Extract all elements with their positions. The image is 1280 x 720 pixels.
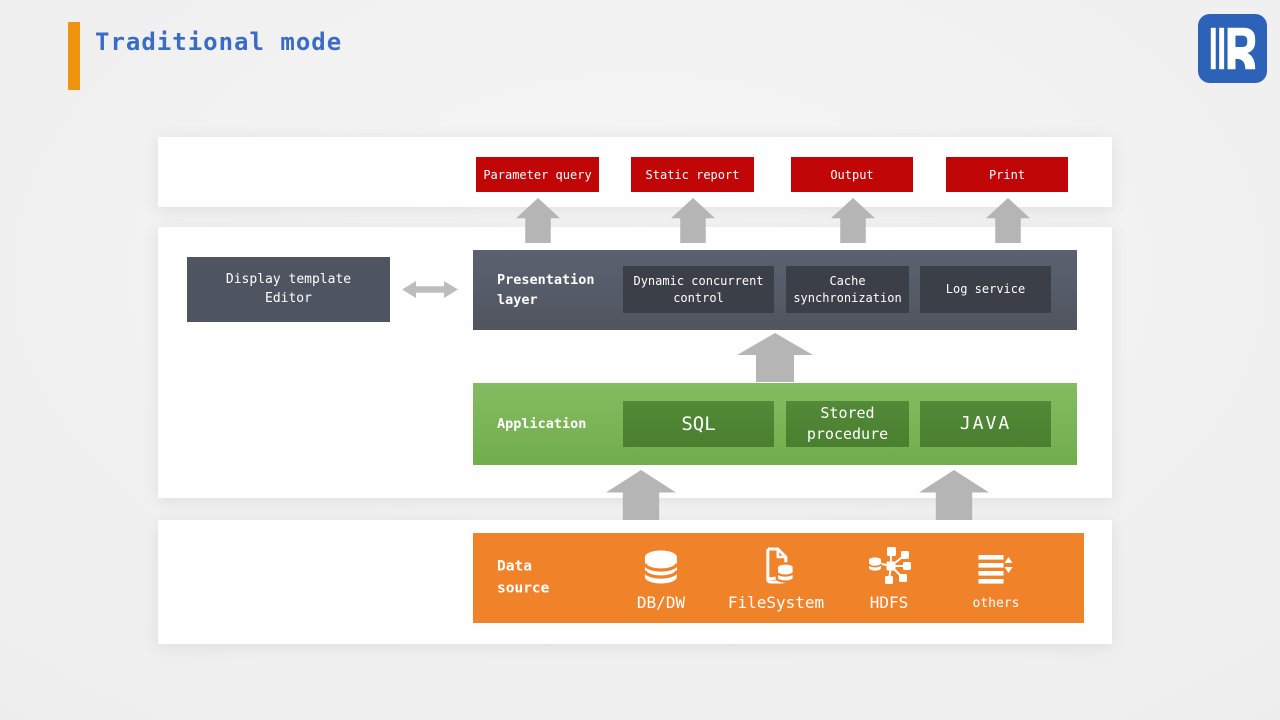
presentation-layer-title: Presentation layer <box>497 271 595 308</box>
module-label: JAVA <box>959 413 1012 435</box>
module-label: Dynamic concurrent control <box>633 273 764 305</box>
application-module-sql: SQL <box>623 401 774 447</box>
datasource-item-label: HDFS <box>869 593 909 612</box>
module-label: Cache synchronization <box>793 273 902 305</box>
datasource-item-label: others <box>972 596 1020 611</box>
double-arrow-icon <box>402 281 458 298</box>
list-sort-icon <box>979 545 1013 585</box>
application-module-stored-procedure: Stored procedure <box>786 401 909 447</box>
title-accent-bar <box>68 22 80 90</box>
cluster-icon <box>867 545 911 585</box>
presentation-layer-box: Presentation layer Dynamic concurrent co… <box>473 250 1077 330</box>
file-database-icon <box>756 545 796 585</box>
output-button-label: Parameter query <box>483 167 592 182</box>
datasource-item-label: DB/DW <box>636 593 686 612</box>
display-template-editor-label: Display template Editor <box>225 271 352 306</box>
output-button-label: Print <box>988 167 1026 182</box>
datasource-item-label: FileSystem <box>727 593 825 612</box>
output-button-output: Output <box>791 157 913 192</box>
datasource-item-hdfs: HDFS <box>867 545 911 612</box>
datasource-layer-title: Data source <box>497 558 550 596</box>
module-label: Stored procedure <box>806 404 889 443</box>
module-label: Log service <box>945 282 1026 297</box>
application-layer-title: Application <box>497 415 587 432</box>
application-module-java: JAVA <box>920 401 1051 447</box>
database-icon <box>641 545 681 585</box>
raqsoft-r-logo-icon <box>1197 13 1268 84</box>
module-label: SQL <box>681 412 716 435</box>
datasource-item-dbdw: DB/DW <box>637 545 685 612</box>
application-layer-box: Application SQL Stored procedure JAVA <box>473 383 1077 465</box>
datasource-item-filesystem: FileSystem <box>728 545 824 612</box>
presentation-module-log-service: Log service <box>920 266 1051 313</box>
datasource-layer-box: Data source DB/DW FileSystem <box>473 533 1084 623</box>
presentation-module-cache-synchronization: Cache synchronization <box>786 266 909 313</box>
output-button-label: Static report <box>645 167 740 182</box>
output-button-print: Print <box>946 157 1068 192</box>
output-button-static-report: Static report <box>631 157 754 192</box>
datasource-item-others: others <box>972 545 1020 611</box>
presentation-module-dynamic-concurrent-control: Dynamic concurrent control <box>623 266 774 313</box>
display-template-editor-box: Display template Editor <box>187 257 390 322</box>
page-title: Traditional mode <box>95 28 343 56</box>
output-button-label: Output <box>830 167 874 182</box>
output-button-parameter-query: Parameter query <box>476 157 599 192</box>
